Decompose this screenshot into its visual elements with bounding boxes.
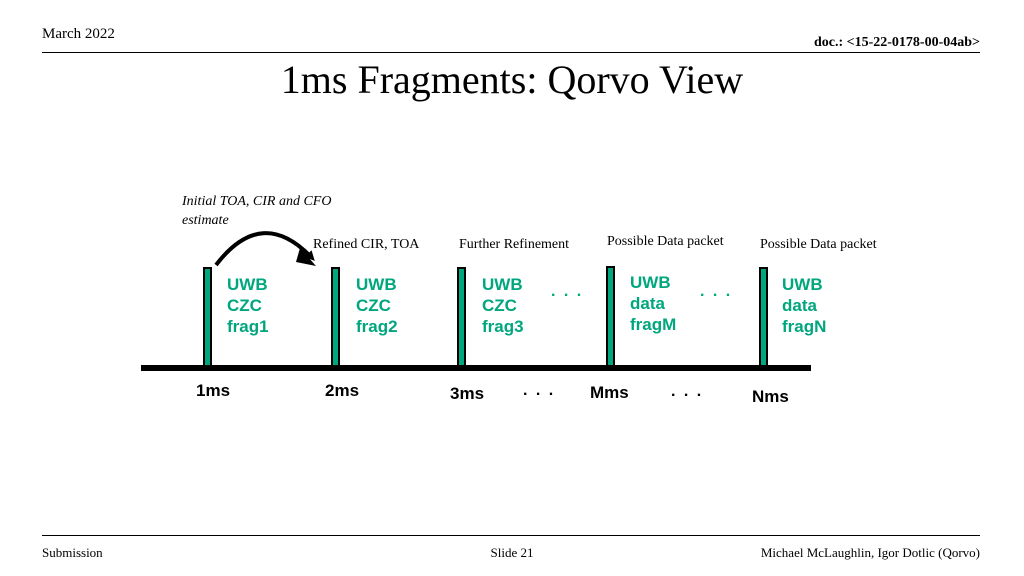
fragment-bar-1	[203, 267, 212, 368]
ellipsis-fragments-2: . . .	[700, 283, 733, 300]
tick-label-1ms: 1ms	[196, 381, 231, 400]
annotation-data-packet-m: Possible Data packet	[607, 234, 724, 249]
fragment-bar-n	[759, 267, 768, 368]
footer-slide-number: Slide 21	[490, 545, 534, 560]
footer-authors: Michael McLaughlin, Igor Dotlic (Qorvo)	[760, 545, 980, 560]
fragment-label-n: UWB data fragN	[782, 275, 827, 336]
slide-title: 1ms Fragments: Qorvo View	[280, 57, 744, 102]
header-doc-id: doc.: <15-22-0178-00-04ab>	[813, 35, 980, 50]
fragment-label-2: UWB CZC frag2	[356, 275, 398, 336]
annotation-initial-estimate: Initial TOA, CIR and CFO estimate	[182, 194, 332, 228]
fragment-label-m: UWB data fragM	[630, 273, 677, 334]
annotation-refined: Refined CIR, TOA	[313, 237, 420, 252]
ellipsis-ticks-1: . . .	[523, 382, 556, 399]
footer-divider	[42, 535, 980, 536]
fragment-bar-m	[606, 266, 615, 368]
footer-submission: Submission	[42, 545, 103, 560]
ellipsis-fragments-1: . . .	[551, 283, 584, 300]
tick-label-2ms: 2ms	[325, 381, 360, 400]
tick-label-3ms: 3ms	[450, 384, 485, 403]
annotation-data-packet-n: Possible Data packet	[760, 237, 877, 252]
header-date: March 2022	[42, 26, 115, 42]
fragment-bar-2	[331, 267, 340, 368]
time-axis	[141, 365, 811, 371]
tick-label-mms: Mms	[590, 383, 629, 402]
annotation-further-refinement: Further Refinement	[459, 237, 570, 252]
header-divider	[42, 52, 980, 53]
fragment-label-1: UWB CZC frag1	[227, 275, 269, 336]
tick-label-nms: Nms	[752, 387, 789, 406]
fragment-label-3: UWB CZC frag3	[482, 275, 524, 336]
fragment-bar-3	[457, 267, 466, 368]
ellipsis-ticks-2: . . .	[671, 383, 704, 400]
